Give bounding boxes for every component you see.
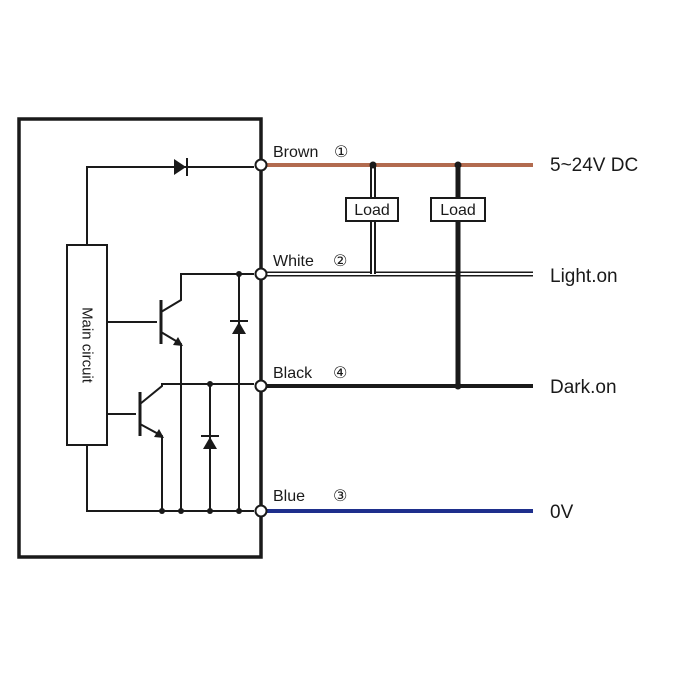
- junction-dot: [454, 382, 462, 390]
- output-label-supply: 5~24V DC: [550, 155, 638, 176]
- wire-label-white: White: [273, 253, 314, 270]
- wire-label-brown: Brown: [273, 144, 318, 161]
- main-circuit-label: Main circuit: [79, 307, 96, 384]
- transistor-1-emitter-arrow: [173, 337, 183, 346]
- terminal-white: [254, 267, 268, 281]
- terminal-brown: [254, 158, 268, 172]
- main-circuit-block: Main circuit: [66, 244, 108, 446]
- terminal-circles: [254, 158, 268, 518]
- load-2-label: Load: [440, 202, 476, 219]
- junction-dot: [369, 161, 377, 169]
- load-1-box: Load: [345, 197, 399, 222]
- load-1-label: Load: [354, 202, 390, 219]
- terminal-black: [254, 379, 268, 393]
- internal-junction-dots: [159, 271, 242, 514]
- wire-number-black: ④: [333, 365, 347, 382]
- wire-label-black: Black: [273, 365, 313, 382]
- wire-number-white: ②: [333, 253, 347, 270]
- output-label-light-on: Light.on: [550, 266, 618, 287]
- transistor-2-emitter-arrow: [154, 429, 164, 438]
- junction-dot: [454, 161, 462, 169]
- terminal-blue: [254, 504, 268, 518]
- load-2-box: Load: [430, 197, 486, 222]
- protection-diode: [174, 158, 188, 176]
- wire-number-blue: ③: [333, 488, 347, 505]
- sensor-housing: [17, 117, 263, 559]
- wire-label-blue: Blue: [273, 488, 305, 505]
- output-label-0v: 0V: [550, 502, 574, 523]
- clamp-diode-white: [230, 320, 248, 334]
- internal-circuit: [86, 166, 254, 512]
- output-label-dark-on: Dark.on: [550, 377, 617, 398]
- wire-number-brown: ①: [334, 144, 348, 161]
- clamp-diode-black: [201, 435, 219, 449]
